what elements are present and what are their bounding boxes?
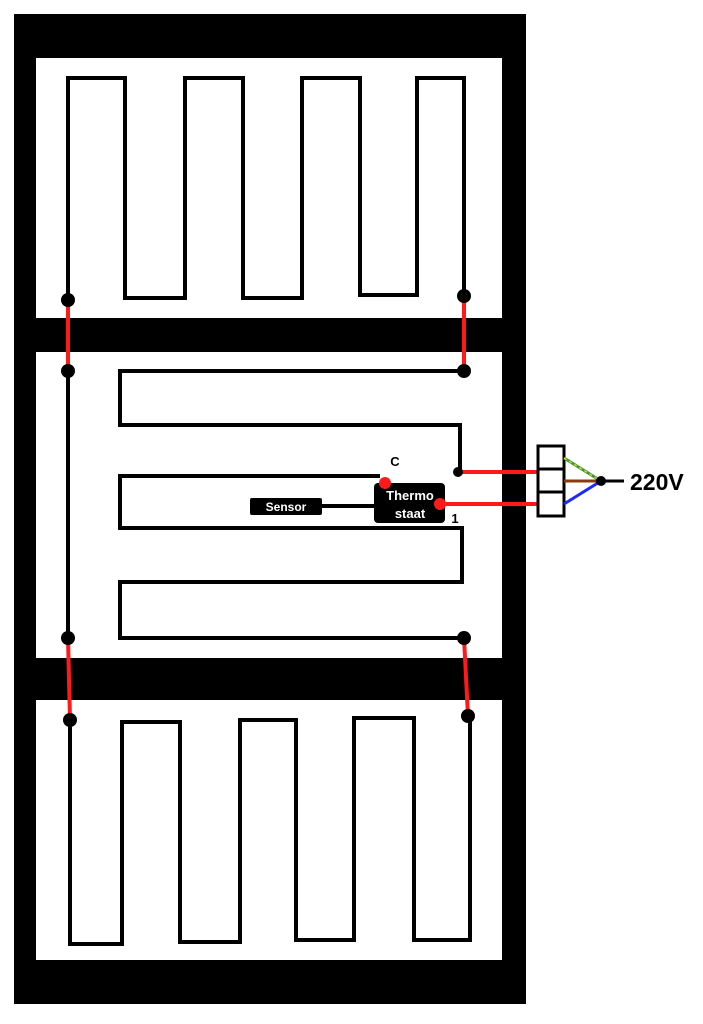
terminal-1-label: 1 xyxy=(451,511,458,526)
thermostat-label-1: Thermo xyxy=(386,488,434,503)
middle-heating-cable-lower xyxy=(118,474,464,640)
jumper-bottom-right xyxy=(462,637,470,717)
middle-heating-cable-upper xyxy=(118,369,464,472)
voltage-label: 220V xyxy=(630,469,684,495)
sensor xyxy=(250,498,322,515)
neutral-wire xyxy=(563,479,602,506)
top-panel xyxy=(36,58,502,318)
jumper-bottom-left xyxy=(66,637,72,721)
top-heating-cable xyxy=(66,76,466,300)
bottom-heating-cable xyxy=(68,716,472,946)
bottom-panel xyxy=(36,700,502,960)
terminal-1-dot xyxy=(434,498,446,510)
thermostat xyxy=(374,483,445,523)
terminal-c-label: C xyxy=(390,454,400,469)
mains-junction-dot xyxy=(596,476,606,486)
sensor-label: Sensor xyxy=(266,500,307,514)
junction-dots xyxy=(61,289,475,727)
terminal-c-dot xyxy=(379,477,391,489)
thermostat-label-2: staat xyxy=(395,506,426,521)
terminal-block xyxy=(536,444,566,518)
